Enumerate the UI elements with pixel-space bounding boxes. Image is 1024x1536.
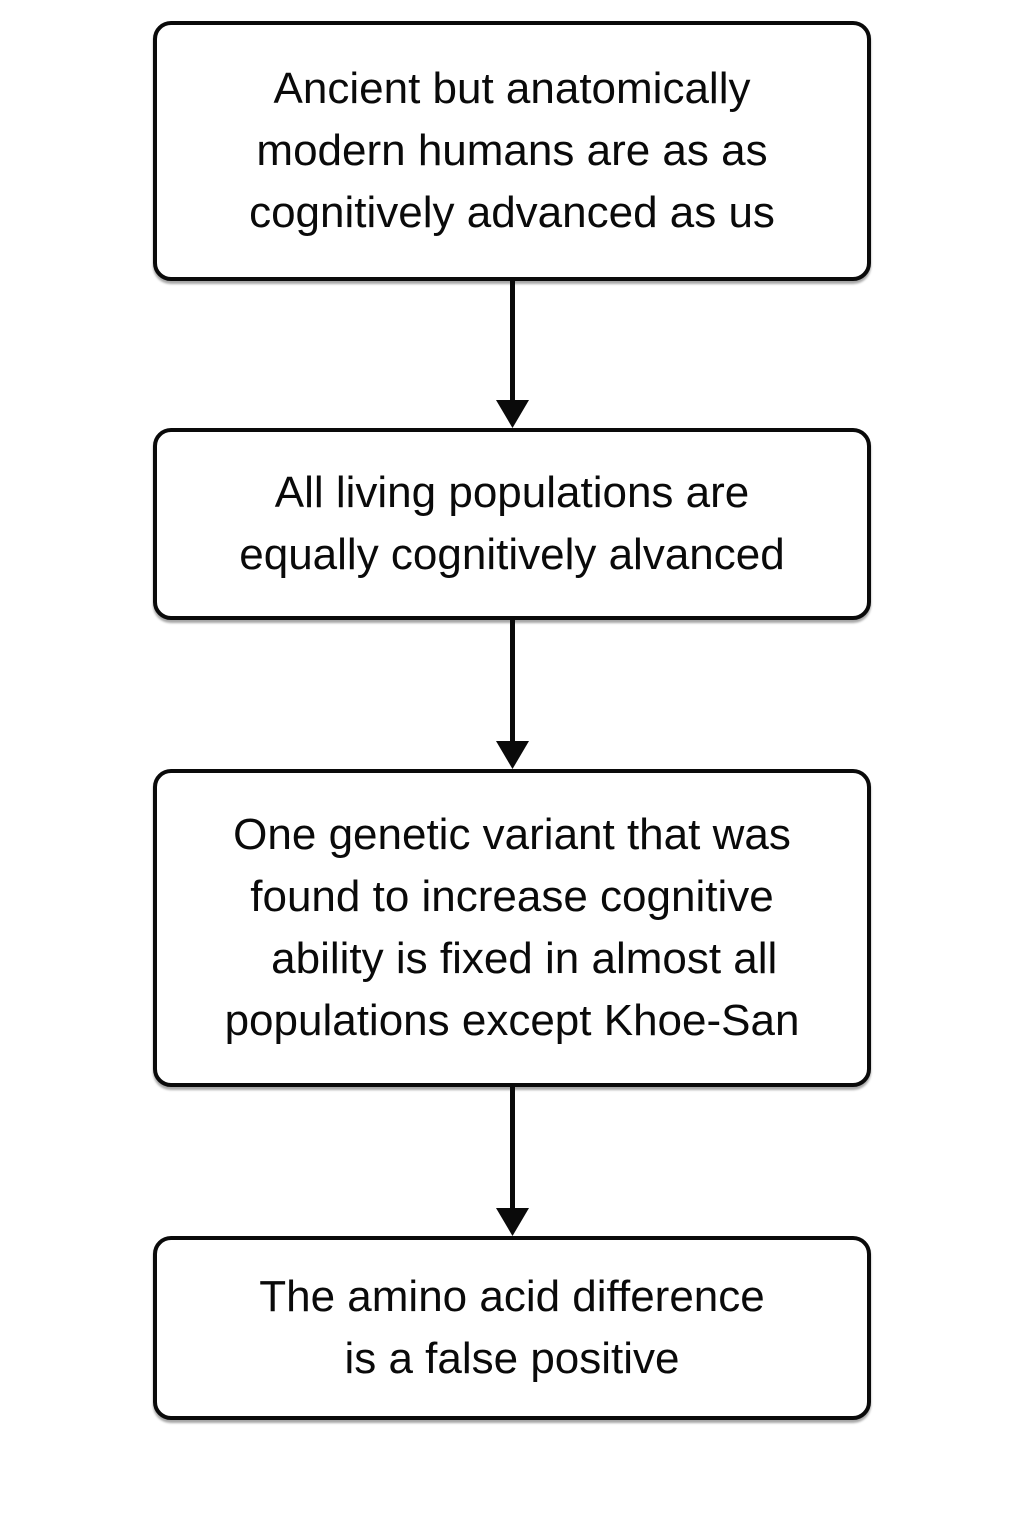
node-3-line-3: ability is fixed in almost all (246, 934, 778, 983)
flow-node-4: The amino acid difference is a false pos… (153, 1236, 871, 1420)
node-4-line-2: is a false positive (344, 1334, 680, 1383)
flow-node-3: One genetic variant that was found to in… (153, 769, 871, 1087)
node-3-line-4: populations except Khoe-San (224, 996, 800, 1045)
node-3-line-1: One genetic variant that was (233, 810, 791, 859)
node-1-line-3: cognitively advanced as us (249, 188, 775, 237)
node-2-line-2: equally cognitively alvanced (239, 530, 785, 579)
flow-node-1: Ancient but anatomically modern humans a… (153, 21, 871, 281)
node-1-line-1: Ancient but anatomically (273, 64, 751, 113)
flow-node-2: All living populations are equally cogni… (153, 428, 871, 620)
arrow-down-icon (496, 281, 529, 428)
arrow-down-icon (496, 1087, 529, 1236)
node-2-line-1: All living populations are (274, 468, 750, 517)
arrow-down-icon (496, 620, 529, 769)
node-3-line-2: found to increase cognitive (250, 872, 774, 921)
node-4-line-1: The amino acid difference (259, 1272, 765, 1321)
node-1-line-2: modern humans are as as (256, 126, 768, 175)
